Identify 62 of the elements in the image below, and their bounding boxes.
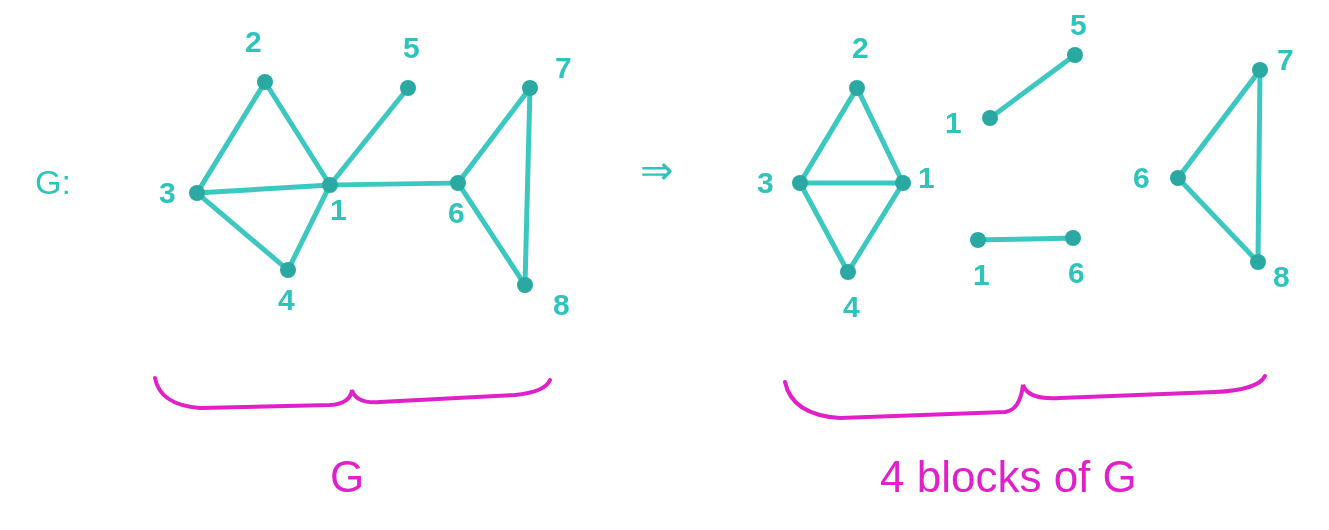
edge-line (459, 187, 524, 281)
edge-line (202, 183, 325, 195)
graph-vertex (840, 264, 856, 280)
graph-vertex (400, 80, 416, 96)
edge-line (289, 189, 329, 266)
edge-line (266, 86, 329, 181)
graph-vertex (970, 232, 986, 248)
edge-line (858, 92, 902, 179)
vertex-number: 1 (918, 163, 935, 193)
graph-vertex (522, 80, 538, 96)
vertex-number: 1 (973, 260, 990, 290)
implies-symbol: ⇒ (640, 150, 674, 190)
edge-line (801, 187, 847, 268)
vertex-number: 6 (1068, 258, 1085, 288)
vertex-number: 6 (1133, 163, 1150, 193)
graph-vertex (257, 74, 273, 90)
graph-vertex (792, 175, 808, 191)
graph-vertex (849, 80, 865, 96)
vertex-number: 2 (852, 33, 869, 63)
vertex-number: 7 (1277, 45, 1294, 75)
graph-vertex (280, 262, 296, 278)
graph-vertex (1067, 47, 1083, 63)
vertex-number: 1 (330, 195, 347, 225)
edge-line (983, 235, 1068, 243)
vertex-number: 5 (403, 33, 420, 63)
vertex-number: 1 (945, 108, 962, 138)
caption-text: G: (35, 165, 71, 199)
vertex-number: 5 (1070, 10, 1087, 40)
graph-vertex (1250, 254, 1266, 270)
graph-vertex (1170, 170, 1186, 186)
graph-vertex (322, 177, 338, 193)
vertex-number: 8 (553, 290, 570, 320)
vertex-number: 8 (1273, 262, 1290, 292)
caption-text: G (330, 455, 365, 499)
vertex-number: 7 (555, 53, 572, 83)
graph-vertex (982, 110, 998, 126)
graph-vertex (189, 185, 205, 201)
vertex-number: 4 (278, 285, 295, 315)
vertex-number: 4 (843, 292, 860, 322)
vertex-number: 6 (448, 198, 465, 228)
edge-line (198, 86, 264, 189)
graph-vertex (895, 175, 911, 191)
graph-vertex (450, 175, 466, 191)
edge-line (200, 195, 285, 268)
graph-vertex (1252, 62, 1268, 78)
edge-line (335, 180, 453, 188)
vertex-number: 3 (757, 168, 774, 198)
edge-line (1180, 73, 1258, 175)
caption-text: 4 blocks of G (880, 455, 1137, 499)
vertex-number: 2 (245, 27, 262, 57)
edge-line (1181, 181, 1255, 259)
edge-line (460, 91, 528, 180)
graph-vertex (517, 277, 533, 293)
edge-line (801, 92, 856, 179)
edge-line (849, 187, 902, 268)
edge-line (1255, 75, 1263, 257)
vertex-number: 3 (159, 178, 176, 208)
edge-line (805, 180, 898, 186)
graph-vertex (1065, 230, 1081, 246)
edge-line (522, 93, 533, 280)
edge-line (993, 57, 1072, 116)
edge-line (332, 91, 406, 182)
